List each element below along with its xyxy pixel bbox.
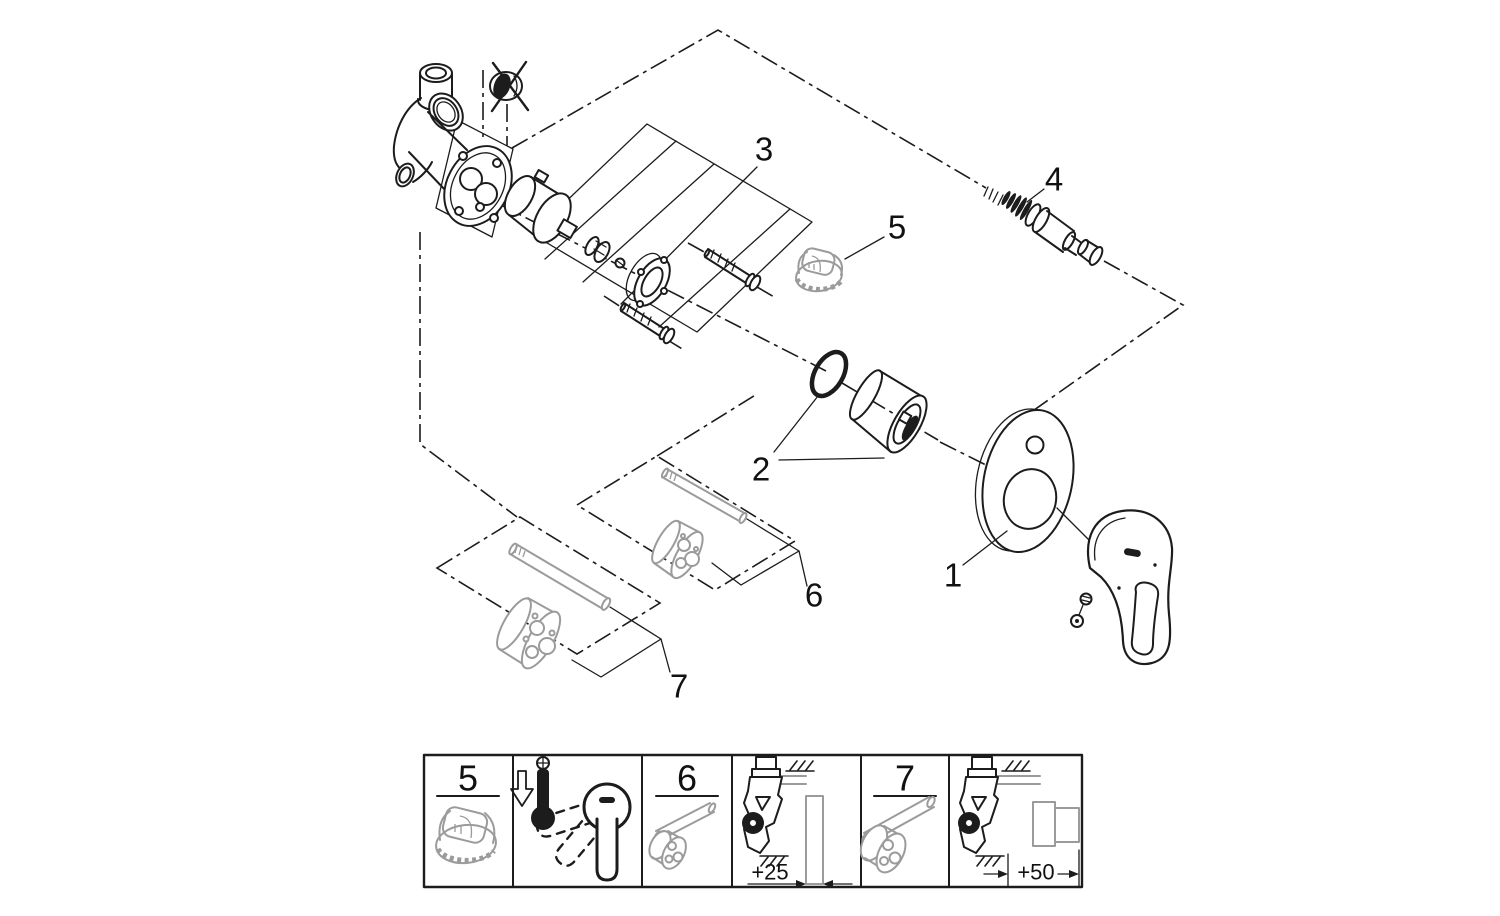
- legend-number-6: 6: [677, 758, 697, 799]
- chrome-sleeve: [848, 369, 928, 454]
- legend-cell-temperature-instruction: [510, 756, 632, 882]
- handle-grub-screw: [1070, 592, 1093, 628]
- extension-spindle: [983, 186, 1104, 266]
- legend-cell-5: 5: [435, 758, 500, 865]
- extension-rod-spacer-icon: [859, 795, 936, 874]
- cartridge-adapter-parts: [584, 235, 626, 269]
- legend-number-7: 7: [895, 758, 915, 799]
- callout-6: 6: [805, 577, 823, 614]
- handle-leader: [1056, 507, 1092, 543]
- callout-4-leader: [1026, 188, 1045, 203]
- part3-reference-plane: [531, 123, 813, 333]
- temperature-limiter-cap: [794, 247, 844, 293]
- down-arrow-icon: [510, 770, 534, 807]
- callout-2: 2: [752, 451, 770, 488]
- callout-7-bracket: [571, 606, 671, 678]
- callout-5-leader: [844, 236, 885, 260]
- lever-swing-icon: [533, 782, 632, 882]
- callout-7: 7: [670, 668, 688, 705]
- callout-5: 5: [888, 209, 906, 246]
- extension-rod-spacer-icon: [648, 802, 717, 870]
- callout-6-bracket: [711, 518, 808, 587]
- depth-50-label: +50: [1017, 860, 1054, 885]
- legend-cell-7: 7: [859, 758, 937, 874]
- wall-flange-ring: [625, 252, 671, 308]
- extension-set-7: [496, 542, 612, 670]
- legend-cell-depth-50: +50: [957, 756, 1080, 887]
- mounting-screw-upper: [703, 248, 762, 292]
- legend-cell-6: 6: [648, 758, 719, 870]
- escutcheon-plate: [974, 408, 1075, 554]
- no-plug-crossed-out-icon: [489, 60, 530, 113]
- callout-2-bracket: [773, 395, 885, 461]
- temperature-limiter-cap-icon: [435, 806, 497, 865]
- o-ring: [809, 349, 849, 399]
- extension-set-6: [651, 467, 748, 580]
- rough-in-valve-body: [392, 63, 514, 238]
- callout-1-leader: [962, 530, 1008, 566]
- legend-number-5: 5: [458, 758, 478, 799]
- callout-4: 4: [1045, 161, 1063, 198]
- cartridge-housing: [503, 169, 578, 244]
- callout-1: 1: [944, 557, 962, 594]
- callout-3: 3: [755, 131, 773, 168]
- depth-25-label: +25: [751, 860, 788, 885]
- mounting-screw-lower: [619, 302, 676, 345]
- legend-cell-depth-25: +25: [741, 756, 853, 888]
- lever-handle: [1086, 509, 1174, 666]
- legend-table: 5: [422, 753, 1084, 889]
